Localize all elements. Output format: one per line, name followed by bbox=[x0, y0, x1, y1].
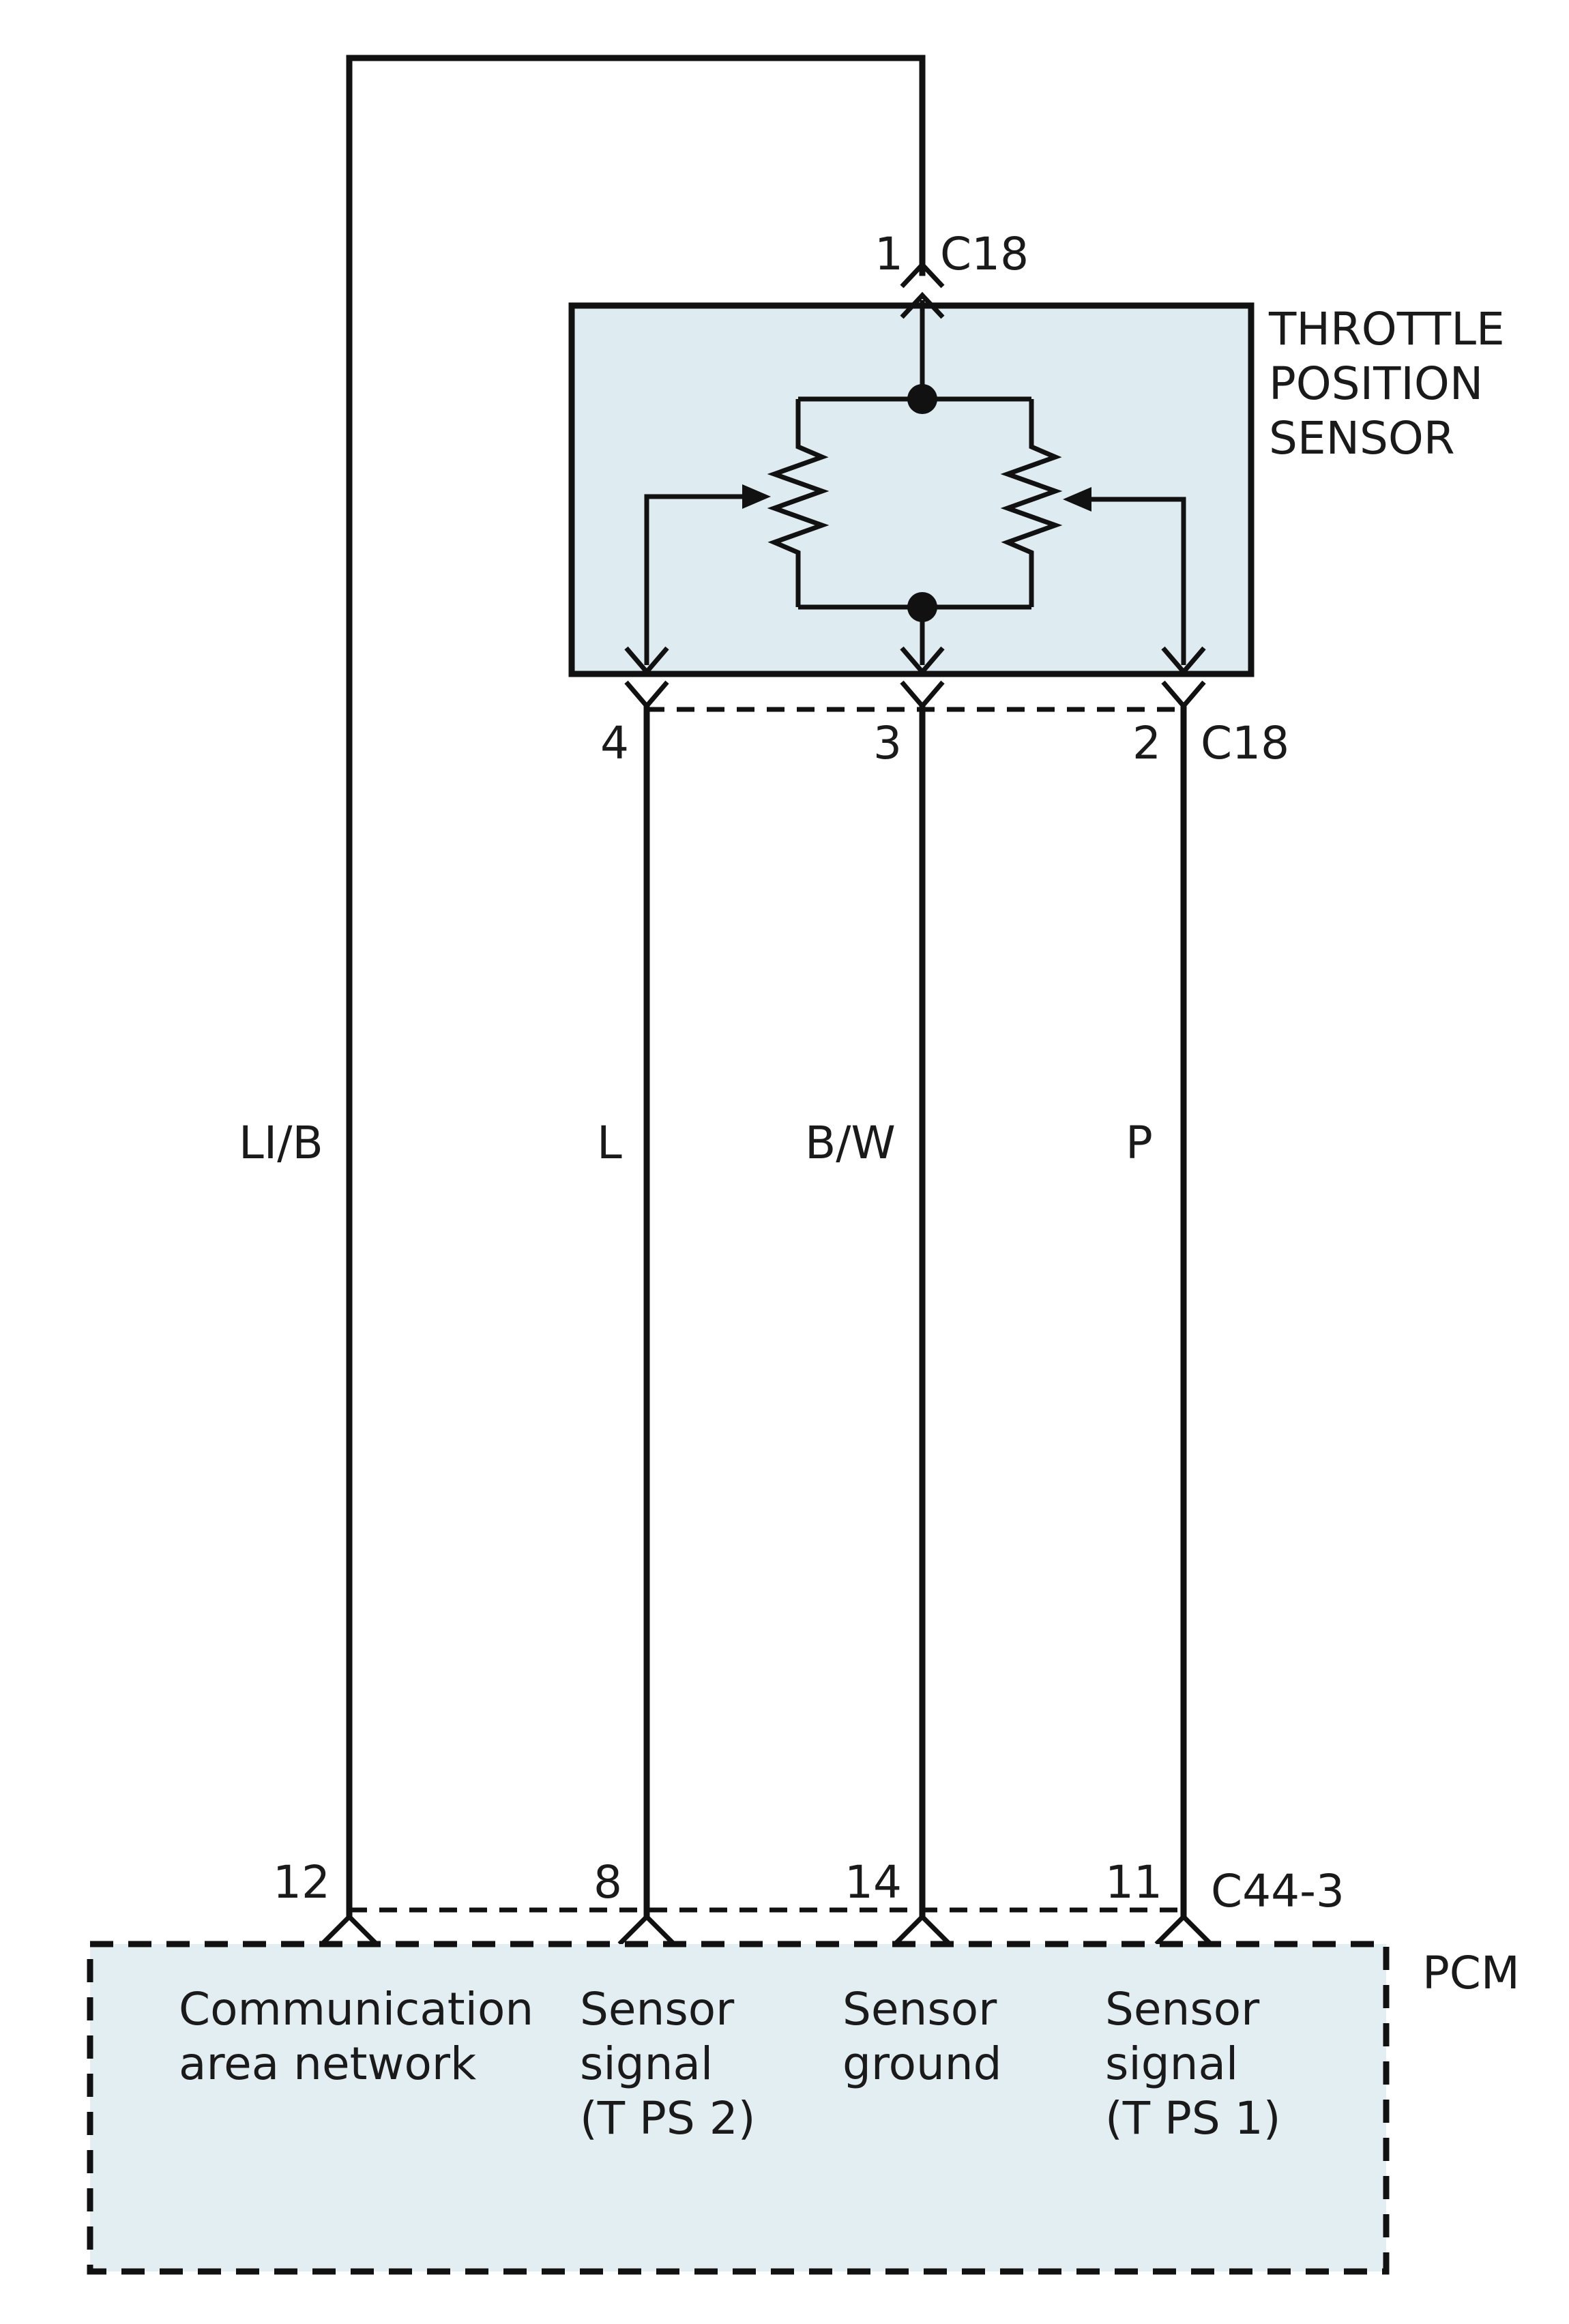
wiper-left-arrowhead bbox=[742, 484, 771, 509]
pcm-function-tps2-line2: signal bbox=[580, 2038, 713, 2090]
wiper-right-arrowhead bbox=[1063, 487, 1091, 512]
wiper-left bbox=[644, 494, 750, 665]
pcm-function-ground-line1: Sensor bbox=[842, 1983, 997, 2035]
c18-bottom-connector-label: C18 bbox=[1201, 717, 1289, 769]
pcm-pin-12-label: 12 bbox=[273, 1856, 330, 1909]
wire-label-b-w: B/W bbox=[805, 1117, 896, 1169]
resistor-left bbox=[767, 399, 830, 607]
c18-pin-2-label: 2 bbox=[1132, 717, 1161, 769]
pcm-pin-8-label: 8 bbox=[593, 1856, 622, 1909]
resistor-right bbox=[1000, 399, 1063, 607]
pin-chevron-c44-12 bbox=[320, 1913, 379, 1946]
wire-label-li-b: LI/B bbox=[239, 1117, 323, 1169]
sensor-name-line1: THROTTLE bbox=[1268, 303, 1505, 355]
wire-label-l: L bbox=[597, 1117, 622, 1169]
pin-chevron-c18-3-lower bbox=[900, 680, 945, 710]
pin-chevron-c18-1-lower bbox=[900, 291, 945, 319]
pin-chevron-c18-4-upper bbox=[624, 646, 669, 676]
pin-chevron-c44-8 bbox=[617, 1913, 676, 1946]
sensor-name-line3: SENSOR bbox=[1269, 412, 1455, 465]
pin-chevron-c18-4-lower bbox=[624, 680, 669, 710]
pin-chevron-c18-3-upper bbox=[900, 646, 945, 676]
pcm-connector-label: C44-3 bbox=[1211, 1865, 1345, 1917]
pcm-function-tps1-line2: signal bbox=[1105, 2038, 1238, 2090]
pcm-pin-11-label: 11 bbox=[1105, 1856, 1162, 1909]
pcm-pin-14-label: 14 bbox=[845, 1856, 902, 1909]
pcm-function-tps1-line3: (T PS 1) bbox=[1105, 2092, 1280, 2145]
c18-pin-4-label: 4 bbox=[600, 717, 629, 769]
wiper-right bbox=[1085, 497, 1186, 665]
pcm-function-can-line1: Communication bbox=[179, 1983, 533, 2035]
c18-pin-3-label: 3 bbox=[873, 717, 902, 769]
sensor-body bbox=[568, 302, 1255, 677]
c18-top-connector-label: C18 bbox=[940, 228, 1029, 280]
pin-chevron-c18-2-lower bbox=[1161, 680, 1206, 710]
pcm-name-label: PCM bbox=[1422, 1947, 1520, 1999]
pcm-function-ground-line2: ground bbox=[842, 2038, 1002, 2090]
pin-chevron-c44-11 bbox=[1154, 1913, 1213, 1946]
wire-label-p: P bbox=[1126, 1117, 1153, 1169]
wire-li-b bbox=[346, 55, 926, 1917]
c18-top-pin-label: 1 bbox=[875, 228, 903, 280]
pcm-module-box bbox=[87, 1941, 1390, 2275]
pcm-function-tps2-line1: Sensor bbox=[580, 1983, 735, 2035]
pin-chevron-c18-2-upper bbox=[1161, 646, 1206, 676]
pcm-function-tps2-line3: (T PS 2) bbox=[580, 2092, 755, 2145]
sensor-name-line2: POSITION bbox=[1269, 357, 1483, 410]
pin-chevron-c44-14 bbox=[893, 1913, 952, 1946]
pcm-function-can-line2: area network bbox=[179, 2038, 477, 2090]
pcm-function-tps1-line1: Sensor bbox=[1105, 1983, 1260, 2035]
